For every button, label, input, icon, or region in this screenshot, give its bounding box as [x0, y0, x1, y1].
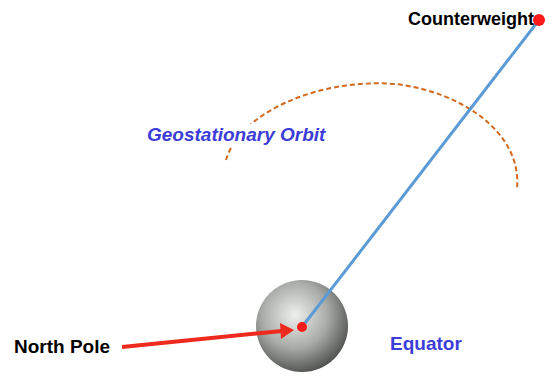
pole-label: North Pole	[14, 336, 110, 358]
pointer-arrowhead	[280, 323, 294, 339]
pointer-arrow-shaft	[122, 331, 282, 347]
pole-dot	[297, 322, 307, 332]
tether-line	[302, 20, 539, 327]
counterweight-dot	[533, 14, 545, 26]
equator-label: Equator	[390, 333, 462, 355]
orbit-label: Geostationary Orbit	[145, 124, 327, 146]
earth-globe	[256, 280, 348, 372]
counterweight-label: Counterweight	[408, 9, 534, 30]
